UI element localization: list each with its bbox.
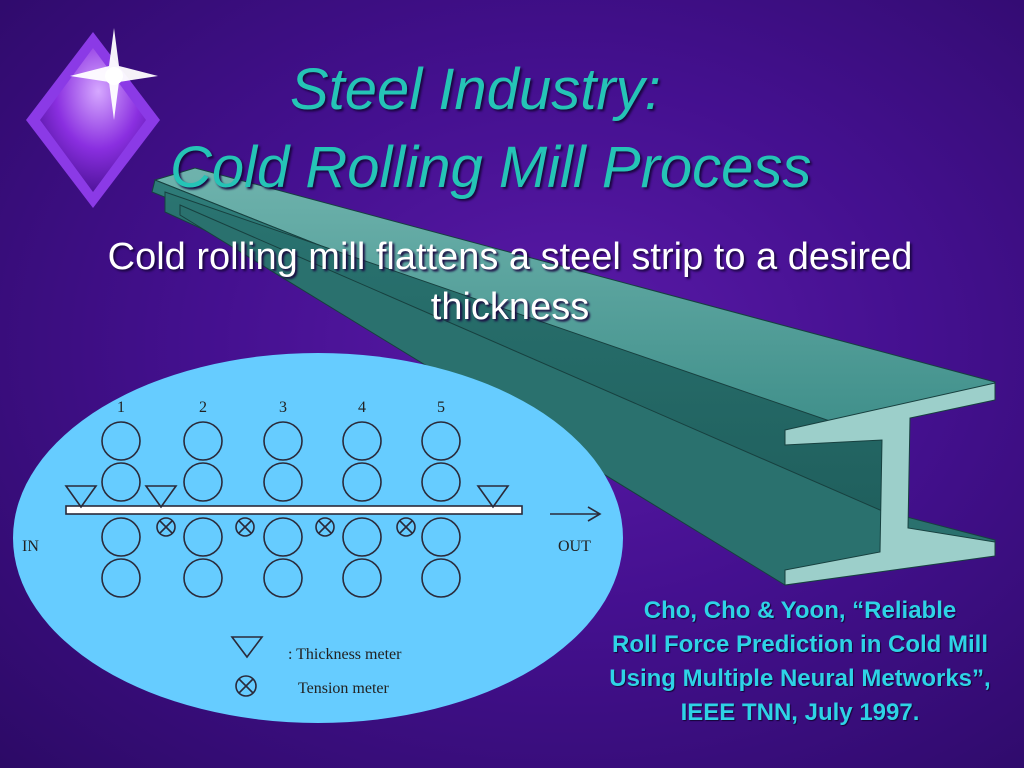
roll-stand-4-1 <box>342 421 382 461</box>
tension-meter-2 <box>235 517 255 537</box>
roll-stand-2-2 <box>183 462 223 502</box>
roll-stand-1-2 <box>101 462 141 502</box>
citation-line-1: Cho, Cho & Yoon, “Reliable <box>643 597 957 624</box>
title-line-1: Steel Industry: <box>290 57 661 122</box>
roll-stand-3-1 <box>263 421 303 461</box>
roll-stand-2-4 <box>183 558 223 598</box>
roll-stand-5-2 <box>421 462 461 502</box>
roll-stand-5-1 <box>421 421 461 461</box>
roll-stand-3-3 <box>263 517 303 557</box>
roll-stand-1-1 <box>101 421 141 461</box>
diamond-star-logo <box>26 28 160 208</box>
legend-thickness-label: : Thickness meter <box>288 646 402 663</box>
thickness-meter-in <box>64 485 98 509</box>
roll-stand-4-2 <box>342 462 382 502</box>
stand-label-1: 1 <box>117 399 125 416</box>
subtitle: Cold rolling mill flattens a steel strip… <box>107 236 913 328</box>
roll-stand-2-3 <box>183 517 223 557</box>
stand-label-2: 2 <box>199 399 207 416</box>
roll-stand-2-1 <box>183 421 223 461</box>
title-line-2: Cold Rolling Mill Process <box>170 135 812 200</box>
citation: Cho, Cho & Yoon, “Reliable Roll Force Pr… <box>560 594 1024 730</box>
legend-tension-symbol <box>235 675 257 697</box>
roll-stand-5-4 <box>421 558 461 598</box>
thickness-meter-out <box>476 485 510 509</box>
citation-line-3: Using Multiple Neural Metworks”, <box>609 665 991 692</box>
roll-stand-3-4 <box>263 558 303 598</box>
roll-stand-5-3 <box>421 517 461 557</box>
rolling-mill-diagram: 1 2 3 4 5 IN OUT : Thickness meter Tension m… <box>13 353 623 723</box>
roll-stand-1-3 <box>101 517 141 557</box>
citation-line-4: IEEE TNN, July 1997. <box>680 699 920 726</box>
tension-meter-3 <box>315 517 335 537</box>
roll-stand-4-4 <box>342 558 382 598</box>
in-label: IN <box>22 538 39 555</box>
stand-label-3: 3 <box>279 399 287 416</box>
thickness-meter-2 <box>144 485 178 509</box>
roll-stand-1-4 <box>101 558 141 598</box>
diagram-background <box>13 353 623 723</box>
stand-label-4: 4 <box>358 399 366 416</box>
tension-meter-1 <box>156 517 176 537</box>
citation-line-2: Roll Force Prediction in Cold Mill <box>611 631 989 658</box>
roll-stand-4-3 <box>342 517 382 557</box>
stand-label-5: 5 <box>437 399 445 416</box>
tension-meter-4 <box>396 517 416 537</box>
out-label: OUT <box>558 538 591 555</box>
legend-thickness-symbol <box>230 636 264 659</box>
roll-stand-3-2 <box>263 462 303 502</box>
legend-tension-label: Tension meter <box>298 680 390 697</box>
